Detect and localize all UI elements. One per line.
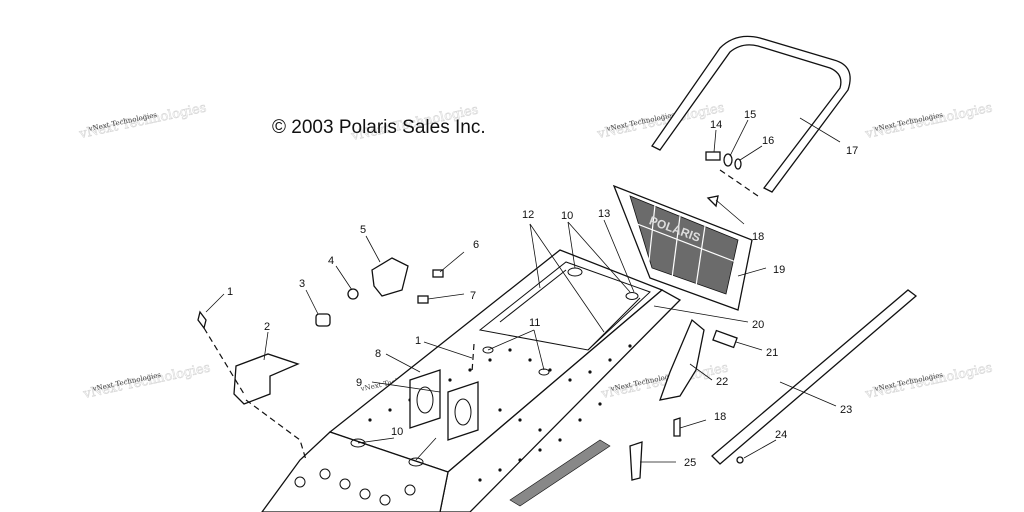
callout-17: 17 [846,145,858,157]
snowflap-panel [629,195,739,295]
callout-1: 1 [227,286,233,298]
screw-24 [736,456,744,464]
callout-5: 5 [360,224,366,236]
tunnel-assembly [261,249,682,512]
deck-hole [350,438,366,448]
callout-10b: 10 [561,210,573,222]
callout-23: 23 [840,404,852,416]
slide-rail [711,289,918,465]
rivet-1 [197,310,207,330]
bolt-3 [315,313,331,327]
snowflap: POLARIS [612,184,753,311]
callout-12: 12 [522,209,534,221]
deck-recess [478,261,651,351]
hinge-25 [629,441,643,481]
bracket-hole [454,398,472,426]
callout-24: 24 [775,429,787,441]
callout-16: 16 [762,135,774,147]
screw-7 [417,295,429,304]
leader-lines [205,117,841,463]
washer-15 [723,153,733,167]
front-bolts [294,468,416,506]
deck-hole [482,346,494,354]
callout-2: 2 [264,321,270,333]
deck-line [587,297,641,351]
callout-22: 22 [716,376,728,388]
assembly-lines [203,169,759,461]
callout-18b: 18 [714,411,726,423]
pin-18b [673,417,681,437]
textured-strip [509,439,611,507]
callout-14: 14 [710,119,722,131]
callout-25: 25 [684,457,696,469]
callout-20: 20 [752,319,764,331]
callout-4: 4 [328,255,334,267]
seat-bracket-left [409,369,441,429]
callout-6: 6 [473,239,479,251]
bracket-22 [659,318,705,401]
callout-7: 7 [470,290,476,302]
callout-1b: 1 [415,335,421,347]
hardware [197,151,744,481]
callout-labels: 1 2 3 4 5 6 7 1 8 9 10 11 12 10 13 14 15… [227,109,858,469]
bracket-5 [371,257,409,297]
callout-3: 3 [299,278,305,290]
nut-16 [734,158,742,170]
callout-18: 18 [752,231,764,243]
callout-19: 19 [773,264,785,276]
bracket-2 [233,353,300,405]
callout-8: 8 [375,348,381,360]
callout-15: 15 [744,109,756,121]
callout-11: 11 [529,317,540,329]
snowflap-grid [631,204,737,287]
copyright-text: © 2003 Polaris Sales Inc. [272,117,486,138]
nut-4 [347,288,359,300]
callout-21: 21 [766,347,778,359]
seat-bracket-right [447,381,479,441]
pad-21 [712,329,738,349]
deck-hole [625,292,639,300]
pin-18 [706,195,719,208]
bracket-hole [416,386,434,414]
callout-10a: 10 [391,426,403,438]
callout-9: 9 [356,377,362,389]
deck-hole [408,457,424,467]
screw-6 [432,269,444,278]
deck-line [499,269,567,323]
callout-13: 13 [598,208,610,220]
bolt-14 [705,151,721,161]
rear-bumper [651,35,851,193]
